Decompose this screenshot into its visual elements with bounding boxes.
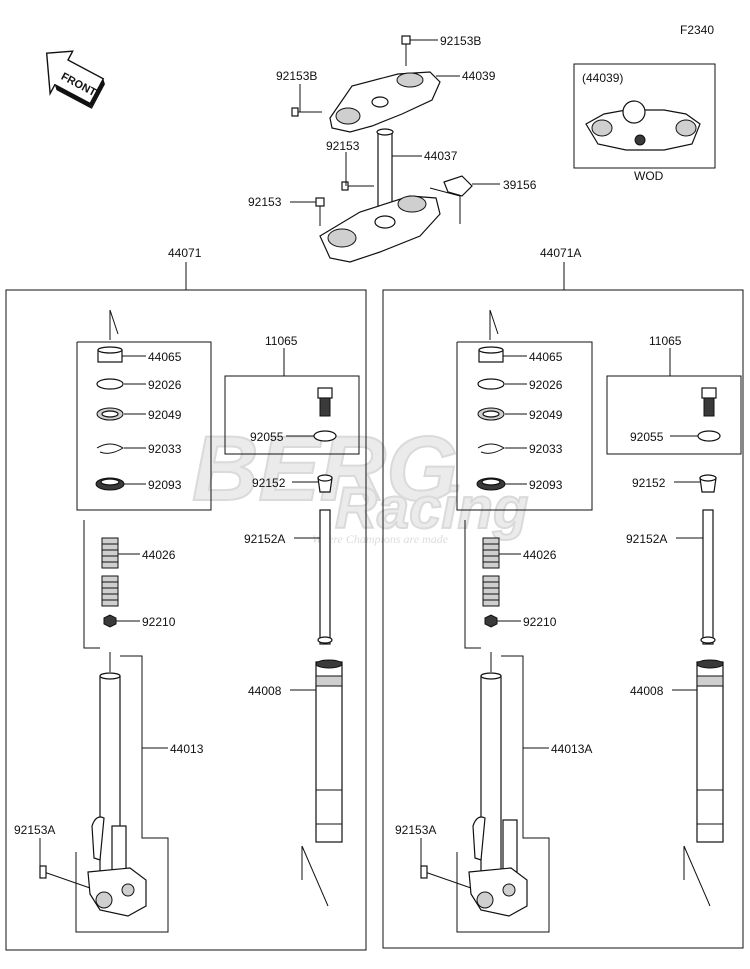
label-92153B-side: 92153B	[276, 69, 317, 83]
label-92153B-top: 92153B	[440, 34, 481, 48]
left-leaders	[116, 355, 320, 749]
label-left-92210: 92210	[142, 615, 176, 629]
label-right-92152A: 92152A	[626, 532, 667, 546]
label-right-92153A: 92153A	[395, 823, 436, 837]
label-right-92093: 92093	[529, 478, 563, 492]
inset-box: (44039) WOD	[573, 63, 716, 183]
label-92153-lower-bolt: 92153	[248, 195, 282, 209]
label-44037: 44037	[424, 149, 458, 163]
label-left-92152A: 92152A	[244, 532, 285, 546]
label-left-92055: 92055	[250, 430, 284, 444]
label-right-92152: 92152	[632, 476, 666, 490]
right-fork-assembly	[382, 289, 744, 949]
label-right-92049: 92049	[529, 408, 563, 422]
label-right-44065: 44065	[529, 350, 563, 364]
label-left-11065: 11065	[265, 334, 298, 348]
left-fork-assembly	[5, 289, 367, 951]
lower-triple-clamp	[315, 128, 473, 263]
label-92153-stem-bolt: 92153	[326, 139, 360, 153]
label-left-44008: 44008	[248, 684, 282, 698]
top-leaders	[290, 39, 500, 224]
label-right-92210: 92210	[523, 615, 557, 629]
label-left-44013: 44013	[170, 742, 204, 756]
label-44071: 44071	[168, 246, 202, 260]
label-right-11065: 11065	[649, 334, 682, 348]
label-left-44065: 44065	[148, 350, 182, 364]
label-left-92093: 92093	[148, 478, 182, 492]
spring-right	[482, 537, 500, 607]
label-right-92026: 92026	[529, 378, 563, 392]
label-left-92049: 92049	[148, 408, 182, 422]
spring-left	[101, 537, 119, 607]
label-left-92152: 92152	[252, 476, 286, 490]
label-right-92055: 92055	[630, 430, 664, 444]
label-left-44026: 44026	[142, 548, 176, 562]
inset-title: (44039)	[582, 71, 623, 85]
inset-caption: WOD	[634, 169, 664, 183]
label-left-92033: 92033	[148, 442, 182, 456]
label-right-44026: 44026	[523, 548, 557, 562]
label-right-44013A: 44013A	[551, 742, 592, 756]
upper-triple-clamp	[291, 35, 441, 133]
label-39156: 39156	[503, 178, 537, 192]
label-left-92026: 92026	[148, 378, 182, 392]
figure-code: F2340	[680, 23, 714, 37]
label-left-92153A: 92153A	[14, 823, 55, 837]
front-arrow-icon: FRONT	[45, 50, 105, 109]
label-44039: 44039	[462, 69, 496, 83]
label-right-44008: 44008	[630, 684, 664, 698]
watermark-tagline: Where Champions are made	[312, 532, 449, 546]
right-leaders	[497, 355, 703, 749]
label-right-92033: 92033	[529, 442, 563, 456]
label-44071A: 44071A	[540, 246, 581, 260]
